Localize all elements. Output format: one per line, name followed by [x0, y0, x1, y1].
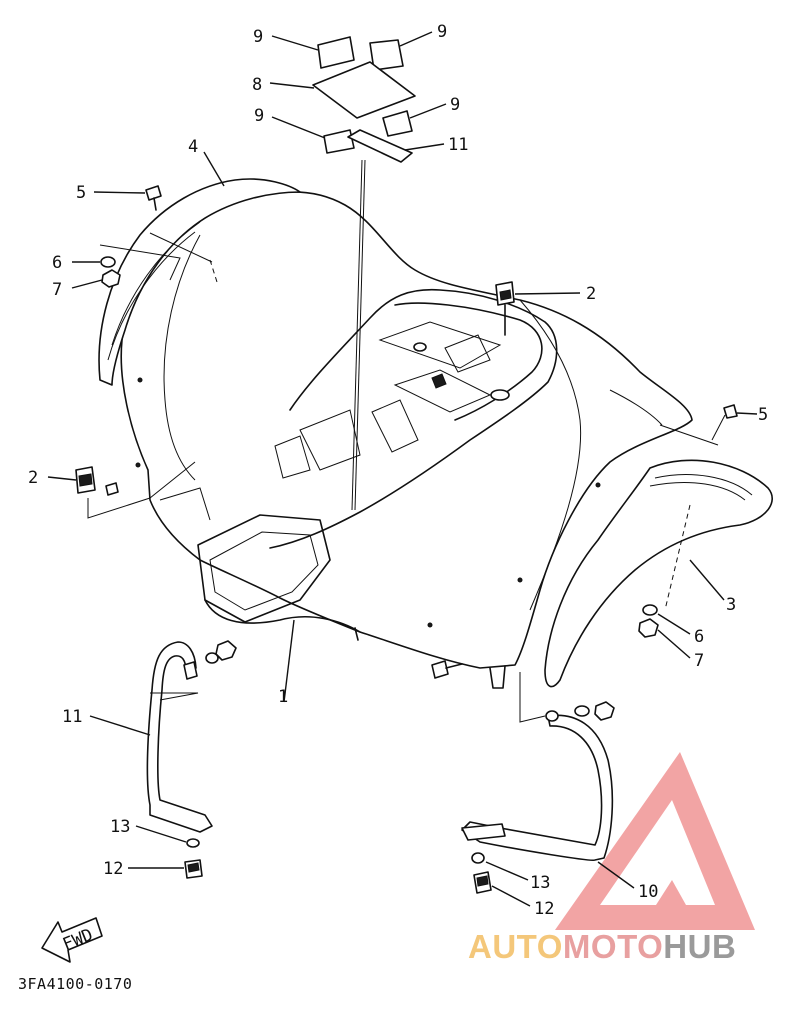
callout-10: 10: [638, 882, 658, 902]
seat-plate-8: [312, 61, 416, 119]
watermark-text-moto: MOTO: [562, 928, 664, 965]
hardware-bolts: [75, 185, 738, 723]
leader-lines: [47, 31, 758, 907]
callout-6-left: 6: [52, 253, 62, 273]
watermark-text-auto: AUTO: [468, 928, 563, 965]
callout-2-right: 2: [586, 284, 596, 304]
fwd-direction-arrow: FWD: [41, 917, 103, 963]
pad-9-d: [323, 129, 355, 154]
callout-5-right: 5: [758, 405, 768, 425]
watermark-text-hub: HUB: [663, 928, 737, 965]
callout-4: 4: [188, 137, 198, 157]
callout-13-right: 13: [530, 873, 550, 893]
right-fender-flap-3: [544, 424, 773, 688]
left-grab-bar-11: [146, 640, 237, 879]
callout-numbers: 9 9 8 9 9 11 4 5 6 7 2 5 2 3 6 7 1 11 13…: [28, 22, 768, 919]
right-grab-bar-10: [461, 701, 615, 894]
band-11-top: [347, 129, 413, 163]
callout-7-left: 7: [52, 280, 62, 300]
callout-1: 1: [278, 687, 288, 707]
callout-12-left: 12: [103, 859, 123, 879]
callout-2-left: 2: [28, 468, 38, 488]
callout-9-d: 9: [254, 106, 264, 126]
seat-pad-parts: [312, 36, 416, 163]
callout-5-left: 5: [76, 183, 86, 203]
pad-9-c: [382, 110, 413, 137]
watermark-logo: AUTOMOTOHUB: [468, 922, 798, 972]
callout-3: 3: [726, 595, 736, 615]
callout-9-b: 9: [437, 22, 447, 42]
rear-fender-body: [120, 159, 693, 689]
callout-9-c: 9: [450, 95, 460, 115]
callout-8: 8: [252, 75, 262, 95]
watermark-logo-shape: [555, 752, 755, 930]
callout-9-a: 9: [253, 27, 263, 47]
left-fender-flap-4: [98, 178, 301, 386]
callout-7-right: 7: [694, 651, 704, 671]
callout-11-top: 11: [448, 135, 468, 155]
callout-13-left: 13: [110, 817, 130, 837]
diagram-code: 3FA4100-0170: [18, 975, 133, 993]
callout-6-right: 6: [694, 627, 704, 647]
callout-11-left: 11: [62, 707, 82, 727]
callout-12-right: 12: [534, 899, 554, 919]
pad-9-a: [317, 36, 355, 69]
pad-9-b: [369, 39, 404, 71]
